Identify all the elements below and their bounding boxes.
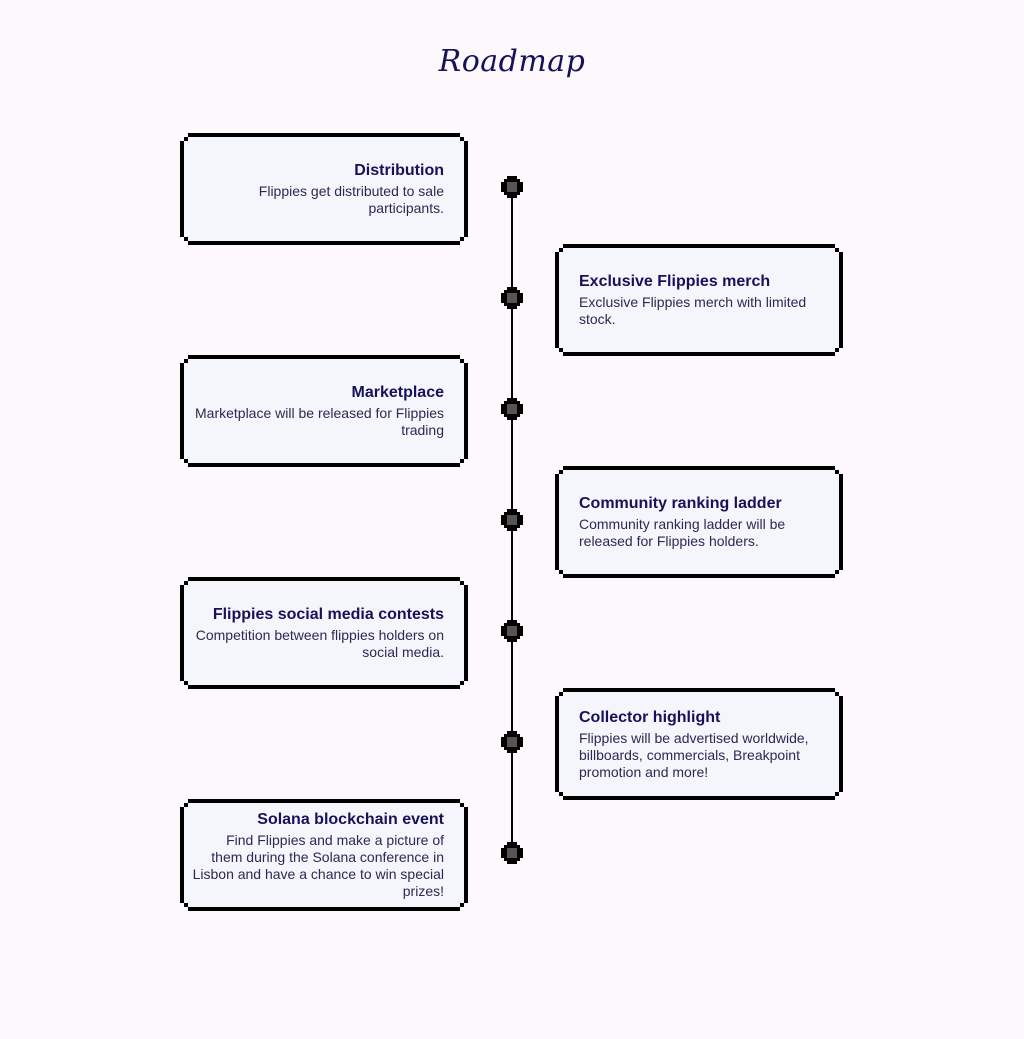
timeline-node bbox=[501, 176, 523, 198]
milestone-title: Collector highlight bbox=[579, 708, 721, 726]
milestone-description: Flippies will be advertised worldwide, b… bbox=[579, 729, 809, 780]
timeline-node bbox=[501, 731, 523, 753]
timeline-node bbox=[501, 842, 523, 864]
timeline-node bbox=[501, 509, 523, 531]
milestone-title: Community ranking ladder bbox=[579, 495, 782, 512]
milestone-title: Distribution bbox=[354, 162, 444, 179]
milestone-description: Marketplace will be released for Flippie… bbox=[195, 405, 444, 438]
milestone-description: Community ranking ladder will be release… bbox=[579, 516, 786, 549]
timeline-node bbox=[501, 398, 523, 420]
timeline-node bbox=[501, 620, 523, 642]
timeline-node bbox=[501, 287, 523, 309]
milestone-title: Flippies social media contests bbox=[212, 606, 444, 623]
milestone-description: Competition between flippies holders on … bbox=[195, 627, 444, 660]
milestone-description: Exclusive Flippies merch with limited st… bbox=[579, 294, 807, 327]
milestone-title: Marketplace bbox=[351, 384, 445, 401]
milestone-description: Flippies get distributed to sale partici… bbox=[258, 183, 444, 216]
roadmap-title: Roadmap bbox=[438, 44, 586, 79]
milestone-title: Exclusive Flippies merch bbox=[579, 273, 771, 290]
milestone-description: Find Flippies and make a picture of them… bbox=[192, 832, 444, 899]
milestone-title: Solana blockchain event bbox=[257, 811, 444, 828]
